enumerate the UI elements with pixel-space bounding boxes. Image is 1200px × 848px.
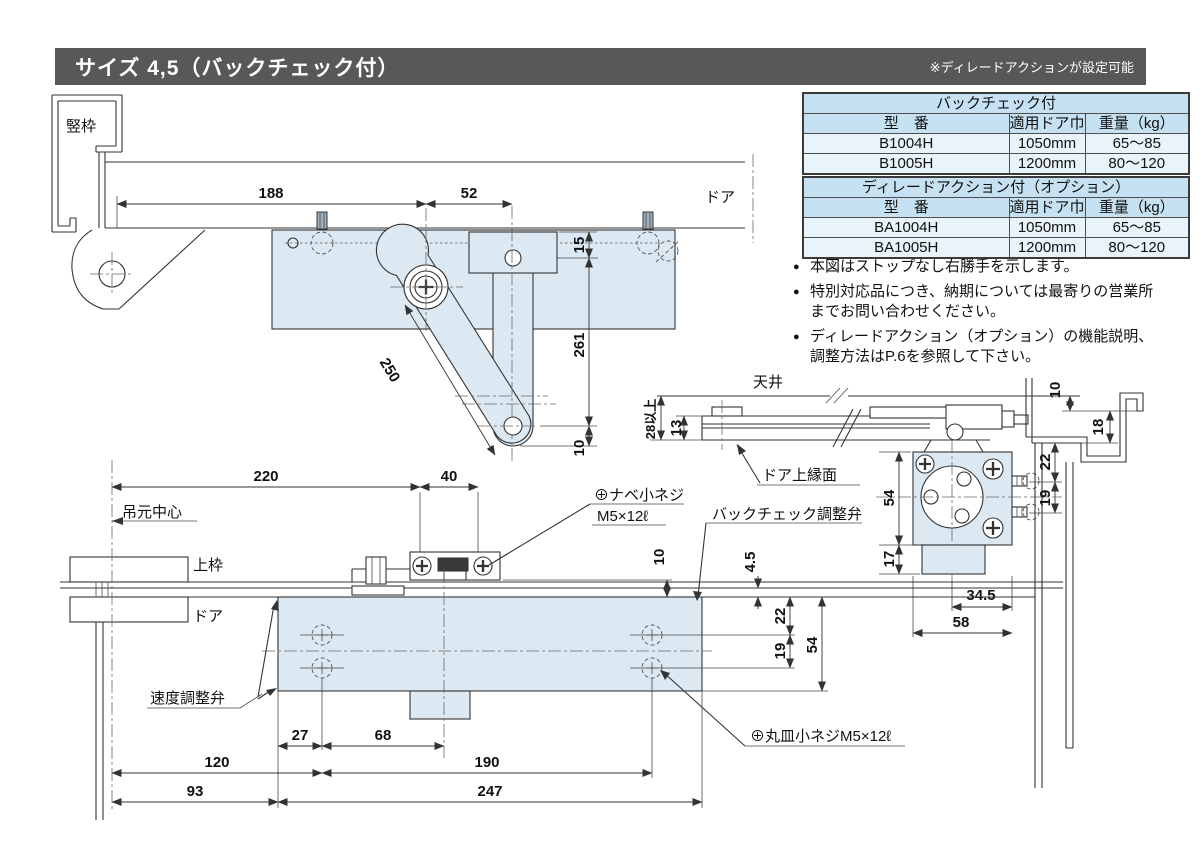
note-item: ディレードアクション（オプション）の機能説明、 調整方法はP.6を参照して下さい… [793, 327, 1165, 367]
label-ceiling: 天井 [753, 374, 783, 391]
vertical-frame-profile [51, 94, 123, 233]
door-top-rail [701, 415, 990, 441]
dim-247: 247 [477, 783, 502, 800]
dim-22-elev: 22 [772, 608, 789, 625]
page-title: サイズ 4,5（バックチェック付） [75, 56, 400, 80]
closer-pinion-side [921, 544, 986, 575]
screw-hole [641, 624, 663, 646]
dim-17: 17 [881, 551, 898, 568]
closer-body-elev [277, 596, 703, 692]
label-door-plan: ドア [705, 189, 735, 206]
dim-54-side: 54 [881, 489, 898, 506]
label-door-elev: ドア [193, 608, 223, 625]
label-pan-screw: ⊕ナベ小ネジ [594, 487, 684, 504]
phillips-screw [915, 454, 935, 474]
label-kamiwaku: 上枠 [193, 557, 223, 574]
col-weight: 重量（kg） [1084, 113, 1190, 134]
hinge-bracket [71, 229, 206, 310]
col-model: 型 番 [802, 197, 1010, 218]
phillips-screw [473, 556, 493, 576]
dim-10-elev: 10 [651, 549, 668, 566]
arm-shoe [923, 439, 984, 453]
mounting-pin [642, 211, 654, 230]
phillips-screw [982, 517, 1004, 539]
label-door-top-edge: ドア上縁面 [762, 467, 837, 484]
dim-54-elev: 54 [804, 636, 821, 653]
note-item: 特別対応品につき、納期については最寄りの営業所 までお問い合わせください。 [793, 282, 1165, 322]
label-tatewaku: 竪枠 [66, 118, 96, 135]
phillips-screw [412, 556, 432, 576]
screw-hole [311, 624, 333, 646]
elevation-view: 上枠 ドア 吊元中心 220 40 [60, 460, 1063, 820]
spec-table-delayed-action: ディレードアクション付（オプション） 型 番 適用ドア巾 重量（kg） BA10… [802, 176, 1191, 259]
table-row: BA1004H 1050mm 65〜85 [802, 217, 1190, 238]
dim-19-elev: 19 [772, 643, 789, 660]
dim-10-plan: 10 [571, 440, 588, 457]
closer-pinion-elev [409, 690, 471, 720]
dim-4-5: 4.5 [742, 552, 759, 573]
note-item: 本図はストップなし右勝手を示します。 [793, 257, 1165, 277]
dim-261: 261 [571, 332, 588, 357]
dim-188: 188 [258, 185, 283, 202]
arm-side [869, 406, 949, 419]
label-backcheck-valve: バックチェック調整弁 [712, 506, 862, 523]
dim-18: 18 [1090, 419, 1107, 436]
header-bar: サイズ 4,5（バックチェック付） ※ディレードアクションが設定可能 [55, 48, 1146, 85]
label-speed-valve: 速度調整弁 [150, 690, 225, 707]
dim-19-side: 19 [1037, 490, 1054, 507]
table-caption: ディレードアクション付（オプション） [802, 176, 1190, 198]
dim-68: 68 [375, 727, 392, 744]
table-row: B1005H 1200mm 80〜120 [802, 153, 1190, 175]
label-hinge-center: 吊元中心 [122, 504, 182, 521]
dim-40: 40 [441, 468, 458, 485]
dim-28min: 28以上 [643, 399, 658, 439]
table-row: BA1005H 1200mm 80〜120 [802, 237, 1190, 259]
dim-93: 93 [187, 783, 204, 800]
col-door-width: 適用ドア巾 [1008, 197, 1086, 218]
top-frame-block [69, 556, 189, 583]
table-row: B1004H 1050mm 65〜85 [802, 133, 1190, 154]
dim-15: 15 [571, 237, 588, 254]
label-flat-screw: ⊕丸皿小ネジM5×12ℓ [750, 728, 891, 745]
notes-list: 本図はストップなし右勝手を示します。 特別対応品につき、納期については最寄りの営… [793, 257, 1165, 372]
frame-profile-side [1025, 378, 1144, 463]
label-pan-screw-size: M5×12ℓ [597, 508, 648, 525]
dim-190: 190 [474, 754, 499, 771]
spec-table-backcheck: バックチェック付 型 番 適用ドア巾 重量（kg） B1004H 1050mm … [802, 92, 1190, 175]
phillips-screw [982, 458, 1004, 480]
col-model: 型 番 [802, 113, 1010, 134]
table-caption: バックチェック付 [802, 92, 1190, 114]
dim-27: 27 [292, 727, 309, 744]
dim-220: 220 [253, 468, 278, 485]
dim-22-side: 22 [1037, 454, 1054, 471]
dim-250: 250 [376, 355, 403, 385]
dim-10-side: 10 [1047, 382, 1064, 399]
dim-58: 58 [953, 614, 970, 631]
door-block [69, 596, 189, 623]
door-edge-side [1034, 442, 1043, 788]
side-view: 天井 28以上 13 ドア上縁面 [643, 374, 1144, 788]
header-note: ※ディレードアクションが設定可能 [929, 60, 1134, 75]
col-door-width: 適用ドア巾 [1008, 113, 1086, 134]
mounting-pin [316, 211, 328, 230]
dim-13: 13 [668, 420, 685, 437]
dim-52: 52 [461, 185, 478, 202]
door-strip [105, 161, 745, 229]
dim-34-5: 34.5 [966, 587, 995, 604]
col-weight: 重量（kg） [1084, 197, 1190, 218]
arm-bolt [365, 556, 387, 585]
plan-view: 竪枠 ドア 188 52 [51, 94, 754, 462]
dim-120: 120 [204, 754, 229, 771]
